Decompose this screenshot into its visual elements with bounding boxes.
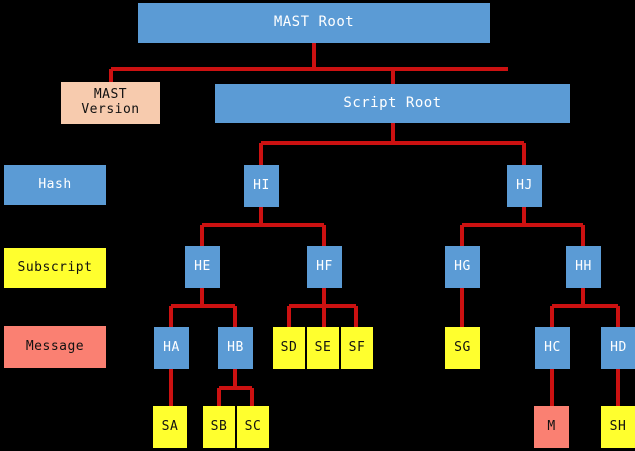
node-hh[interactable]: HH: [566, 246, 601, 288]
node-hb[interactable]: HB: [218, 327, 253, 369]
legend-item-hash: Hash: [4, 165, 106, 205]
node-sa[interactable]: SA: [153, 406, 187, 448]
node-sf[interactable]: SF: [341, 327, 373, 369]
node-he[interactable]: HE: [185, 246, 220, 288]
node-m[interactable]: M: [534, 406, 569, 448]
node-sc[interactable]: SC: [237, 406, 269, 448]
node-ha[interactable]: HA: [154, 327, 189, 369]
node-script-root[interactable]: Script Root: [215, 84, 570, 123]
node-hg[interactable]: HG: [445, 246, 480, 288]
legend-item-subscript: Subscript: [4, 248, 106, 288]
node-sh[interactable]: SH: [601, 406, 635, 448]
node-se[interactable]: SE: [307, 327, 339, 369]
node-hj[interactable]: HJ: [507, 165, 542, 207]
node-hi[interactable]: HI: [244, 165, 279, 207]
node-mast-version[interactable]: MAST Version: [61, 82, 160, 124]
node-hf[interactable]: HF: [307, 246, 342, 288]
node-sg[interactable]: SG: [445, 327, 480, 369]
node-sd[interactable]: SD: [273, 327, 305, 369]
node-mast-root[interactable]: MAST Root: [138, 3, 490, 43]
legend-item-message: Message: [4, 326, 106, 368]
node-hd[interactable]: HD: [601, 327, 635, 369]
node-sb[interactable]: SB: [203, 406, 235, 448]
node-hc[interactable]: HC: [535, 327, 570, 369]
